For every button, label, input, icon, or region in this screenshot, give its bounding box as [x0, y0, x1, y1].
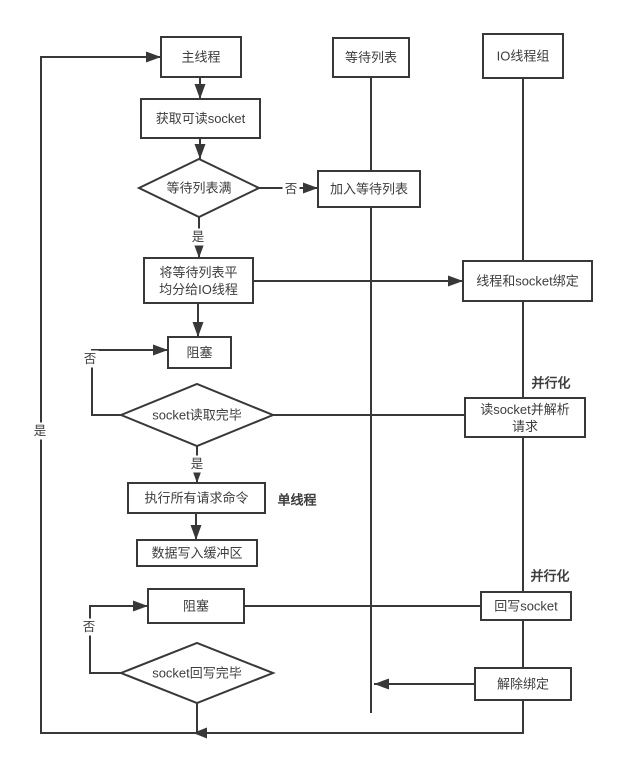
edge-label-no-2: 否 — [84, 352, 97, 366]
node-thread-socket-bind-label: 线程和socket绑定 — [476, 274, 579, 289]
edge-return-loop — [40, 51, 524, 734]
edge-label-no-1: 否 — [285, 182, 298, 196]
node-io-thread-group-shape — [482, 33, 564, 79]
edge-label-no-2-bg — [81, 350, 99, 368]
bottom-merge-arrow-icon — [193, 727, 207, 739]
node-block-2-shape — [147, 588, 245, 624]
edge-label-yes-3: 是 — [34, 424, 47, 438]
node-distribute-to-io-line-1: 均分给IO线程 — [159, 282, 238, 297]
annotation-parallel-1: 并行化 — [531, 376, 570, 391]
node-distribute-to-io-shape — [143, 257, 254, 304]
node-block-2-label: 阻塞 — [183, 599, 209, 614]
node-read-socket-parse-line-0: 读socket并解析 — [480, 402, 570, 417]
arrowheads-layer — [193, 727, 207, 739]
node-get-readable-socket-shape — [140, 98, 261, 139]
node-write-buffer-shape — [136, 539, 258, 567]
edge-label-yes-1: 是 — [192, 230, 205, 244]
node-io-thread-group-label: IO线程组 — [497, 49, 550, 64]
edge-label-yes-3-bg — [31, 422, 49, 440]
node-execute-commands-shape — [127, 482, 266, 514]
node-wait-list-full-shape — [136, 157, 262, 219]
node-main-thread-shape — [160, 36, 242, 78]
edge-label-yes-1-bg — [189, 228, 207, 246]
node-wait-list-full-label: 等待列表满 — [166, 181, 231, 196]
edge-read-done-no — [91, 344, 168, 416]
node-thread-socket-bind-shape — [462, 260, 593, 302]
node-distribute-to-io-label: 将等待列表平均分给IO线程 — [159, 265, 238, 297]
node-socket-writeback-done-shape — [118, 641, 276, 705]
node-socket-read-done-shape — [118, 382, 276, 448]
edge-label-no-3: 否 — [83, 620, 96, 634]
node-socket-writeback-done-label: socket回写完毕 — [152, 666, 242, 681]
node-get-readable-socket-label: 获取可读socket — [156, 111, 246, 126]
node-write-buffer-label: 数据写入缓冲区 — [151, 546, 242, 561]
edge-label-no-3-bg — [80, 618, 98, 636]
node-socket-read-done-label: socket读取完毕 — [152, 408, 242, 423]
node-unbind-label: 解除绑定 — [497, 677, 549, 692]
node-main-thread-label: 主线程 — [181, 50, 220, 65]
edge-writeback-no — [89, 600, 148, 674]
node-writeback-socket-label: 回写socket — [494, 599, 558, 614]
edges-layer — [40, 51, 524, 734]
node-join-wait-list-label: 加入等待列表 — [330, 182, 408, 197]
node-block-1-label: 阻塞 — [186, 345, 212, 360]
edge-label-no-1-bg — [282, 180, 300, 198]
node-block-1-shape — [167, 336, 232, 369]
node-join-wait-list-shape — [317, 170, 421, 208]
node-execute-commands-label: 执行所有请求命令 — [144, 491, 248, 506]
node-distribute-to-io-line-0: 将等待列表平 — [159, 265, 237, 280]
node-unbind-shape — [474, 667, 572, 701]
node-read-socket-parse-line-1: 请求 — [512, 419, 538, 434]
node-read-socket-parse-label: 读socket并解析请求 — [480, 402, 570, 434]
annotation-single-thread: 单线程 — [277, 493, 316, 508]
annotation-parallel-2: 并行化 — [530, 569, 569, 584]
node-wait-list-shape — [332, 37, 410, 78]
node-writeback-socket-shape — [480, 591, 572, 621]
node-read-socket-parse-shape — [464, 397, 586, 438]
edge-label-yes-2-bg — [188, 455, 206, 473]
node-wait-list-label: 等待列表 — [345, 50, 397, 65]
edge-label-yes-2: 是 — [191, 457, 204, 471]
